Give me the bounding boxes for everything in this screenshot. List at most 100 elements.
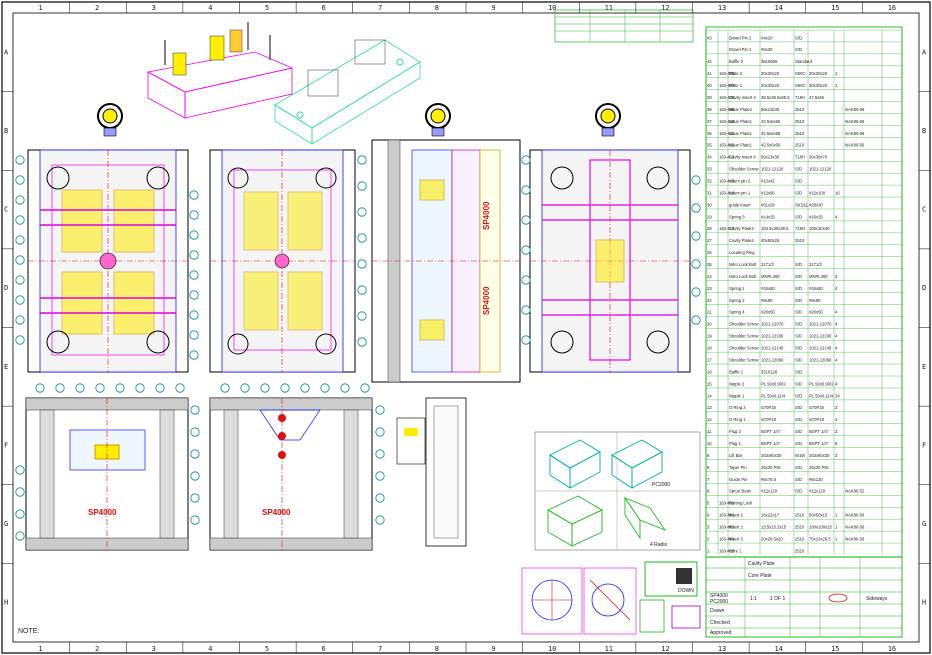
bom-cell: O Ring 1 [729, 417, 746, 422]
grid-col-label-bottom: 10 [548, 645, 556, 653]
bom-cell: Shoulder Screw [729, 357, 760, 362]
material-label-side-bottom: SP4000 [482, 286, 491, 315]
title-block-row1-left: Cavity Plate [748, 561, 775, 567]
balloon [240, 383, 250, 393]
grid-row-label-left: B [4, 127, 8, 135]
balloon [357, 337, 367, 347]
bom-cell: S70P16 [809, 405, 825, 410]
detail-view-c [639, 599, 701, 633]
grid-row-label-left: C [4, 206, 8, 214]
bom-cell: #12x42 [761, 178, 775, 183]
bom-cell: S/D [795, 274, 802, 279]
detail-view-a [521, 567, 583, 635]
balloon [280, 383, 290, 393]
bom-cell: BSPT 1/4" [809, 429, 829, 434]
bom-cell: S/D [795, 47, 802, 52]
bom-cell: 163-403 [719, 525, 735, 530]
bom-cell: 3510126 [761, 369, 778, 374]
bom-cell: S/D [795, 465, 802, 470]
bom-cell: 2 [835, 405, 838, 410]
bom-cell: S70P18 [761, 417, 777, 422]
balloon [357, 311, 367, 321]
grid-col-label-bottom: 7 [378, 645, 382, 653]
bom-cell: 1021-12120 [809, 167, 832, 172]
balloon [189, 310, 199, 320]
grid-row-label-right: A [922, 48, 927, 56]
bom-cell: Nipple 1 [729, 393, 745, 398]
balloon [691, 231, 701, 241]
balloon [357, 285, 367, 295]
bom-cell: 163-411 [719, 131, 735, 136]
bom-cell: 26 [707, 250, 712, 255]
bom-cell: 2510 [795, 131, 805, 136]
balloon [521, 305, 531, 315]
bom-cell: 30x30x20 [809, 71, 828, 76]
bom-cell: #14x25 [761, 214, 775, 219]
balloon [521, 335, 531, 345]
grid-col-label-bottom: 14 [774, 645, 782, 653]
bom-cell: S/D [795, 310, 802, 315]
bom-cell: Spring 2 [729, 298, 745, 303]
bom-cell: 1021-12140 [809, 346, 832, 351]
bom-cell: Dowel Pin 1 [729, 47, 752, 52]
bom-cell: #20x50 [761, 310, 775, 315]
title-block: Cavity Plate Core Plate SP4000 PC2000 1:… [705, 556, 903, 638]
bom-cell: 3510655 [761, 59, 778, 64]
bom-cell: 1021-12100 [809, 334, 832, 339]
bom-cell: Wear Plate1 [729, 119, 753, 124]
bom-cell: guide insert [729, 202, 751, 207]
title-block-material-b: PC2000 [710, 599, 728, 605]
grid-col-label-top: 12 [661, 4, 669, 12]
bom-cell: Shoulder Screw [729, 167, 760, 172]
bom-cell: 24 [835, 393, 840, 398]
balloon [375, 449, 385, 459]
balloon [521, 275, 531, 285]
title-block-title: Sideways [866, 596, 888, 602]
bom-cell: #12x120 [761, 489, 778, 494]
bom-cell: 35 [707, 143, 712, 148]
bom-cell: S/D [795, 214, 802, 219]
bom-cell: 8 [707, 465, 710, 470]
bom-cell: S/D [795, 441, 802, 446]
bom-cell: 100x100x15 [809, 525, 832, 530]
bom-cell: 50x50x15 [809, 513, 828, 518]
bom-cell: 100x30x40 [809, 226, 830, 231]
bom-cell: 4 [835, 381, 838, 386]
bom-cell: MNPL450 [809, 274, 828, 279]
bom-cell: 43 [707, 35, 712, 40]
bom-cell: 1021-12140 [761, 346, 784, 351]
bom-cell: 56x13x30 [761, 155, 780, 160]
bom-cell: S/D [795, 35, 802, 40]
balloon [691, 203, 701, 213]
bom-cell: S/D [795, 334, 802, 339]
balloon [691, 259, 701, 269]
bom-cell: 4 [835, 346, 838, 351]
bom-cell: 1021-12070 [809, 322, 832, 327]
bom-cell: NAK80-56 [845, 143, 865, 148]
bom-cell: 25x30 PIN [809, 465, 829, 470]
bom-cell: 2510 [795, 548, 805, 553]
grid-col-label-top: 8 [435, 4, 439, 12]
title-block-row1-right: Core Plate [748, 573, 772, 579]
title-block-checked: Checked [710, 620, 730, 626]
bom-cell: 75x13x26.5 [809, 536, 831, 541]
balloon [15, 509, 25, 519]
bom-cell: Guide Pin [729, 477, 748, 482]
bom-cell: 1021-12120 [761, 167, 784, 172]
bom-cell: 8 [835, 441, 838, 446]
bom-cell: Insert 3 [729, 536, 744, 541]
bom-cell: BSPT 1/4" [761, 441, 781, 446]
balloon [190, 427, 200, 437]
balloon [357, 207, 367, 217]
balloon [15, 215, 25, 225]
bom-cell: 1 [835, 513, 838, 518]
bom-cell: S/D [795, 393, 802, 398]
bom-cell: 4 [835, 357, 838, 362]
grid-row-label-right: B [922, 127, 926, 135]
bom-cell: 20 [707, 322, 712, 327]
balloon [15, 531, 25, 541]
bom-cell: Dowel Pin 2 [729, 35, 752, 40]
bom-cell: NAK80-56 [845, 131, 865, 136]
bom-cell: S/D [795, 286, 802, 291]
